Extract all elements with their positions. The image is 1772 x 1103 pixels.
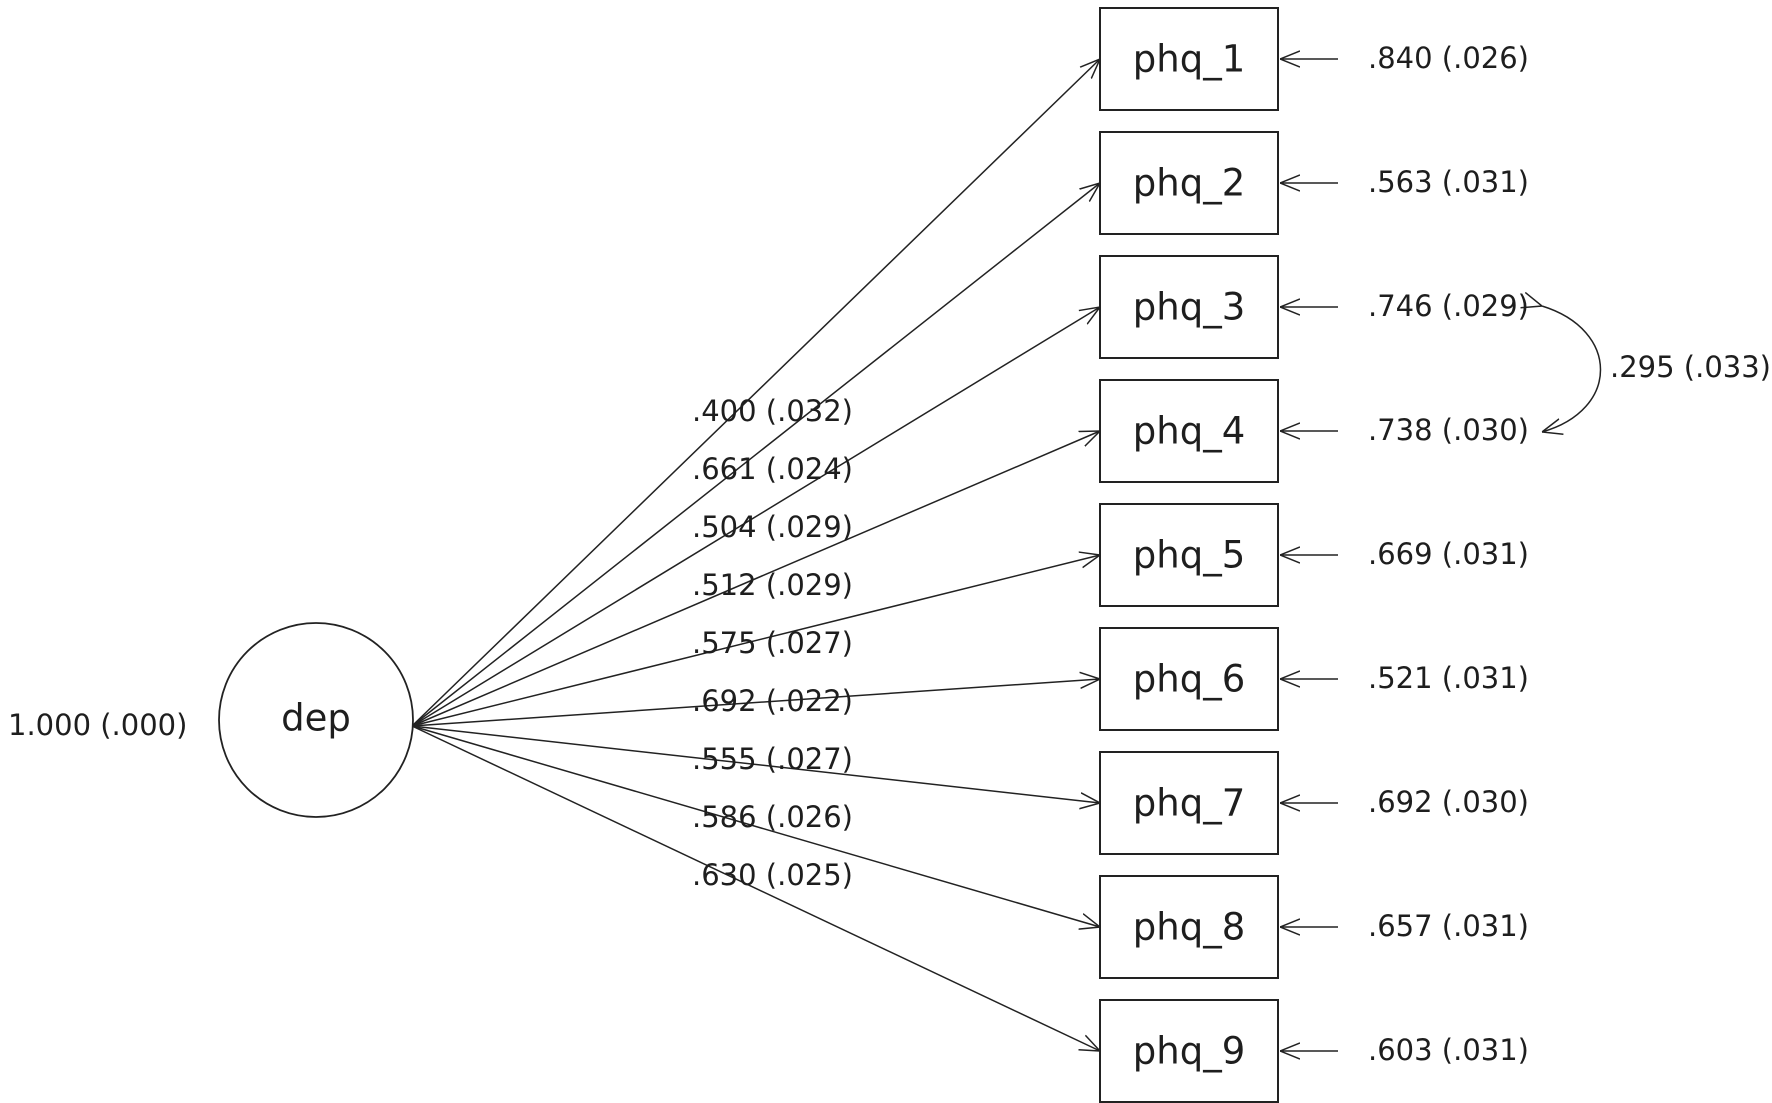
indicator-label-phq-3: phq_3 xyxy=(1133,286,1245,329)
latent-variance-label: 1.000 (.000) xyxy=(8,708,187,742)
residual-label-phq-9: .603 (.031) xyxy=(1368,1033,1529,1067)
indicator-box-phq-2 xyxy=(1099,131,1279,235)
indicator-box-phq-7 xyxy=(1099,751,1279,855)
loading-path-phq-6 xyxy=(411,679,1100,727)
loading-label-phq-2: .661 (.024) xyxy=(692,452,853,486)
latent-factor-label: dep xyxy=(281,697,351,740)
residual-arrows xyxy=(1280,59,1338,1051)
residual-label-phq-3: .746 (.029) xyxy=(1368,289,1529,323)
indicator-box-phq-3 xyxy=(1099,255,1279,359)
indicator-label-phq-5: phq_5 xyxy=(1133,534,1245,577)
loading-label-phq-3: .504 (.029) xyxy=(692,510,853,544)
indicator-label-phq-4: phq_4 xyxy=(1133,410,1245,453)
indicator-box-phq-8 xyxy=(1099,875,1279,979)
loading-label-phq-9: .630 (.025) xyxy=(692,858,853,892)
loading-label-phq-7: .555 (.027) xyxy=(692,742,853,776)
loading-path-phq-5 xyxy=(411,555,1100,727)
indicator-box-phq-4 xyxy=(1099,379,1279,483)
residual-label-phq-1: .840 (.026) xyxy=(1368,41,1529,75)
indicator-boxes: phq_1 phq_2 phq_3 phq_4 phq_5 phq_6 phq_7 phq_8… xyxy=(1099,7,1279,1103)
indicator-label-phq-2: phq_2 xyxy=(1133,162,1245,205)
latent-factor-circle xyxy=(218,622,414,818)
loading-path-phq-3 xyxy=(411,307,1100,727)
loading-path-phq-8 xyxy=(411,725,1100,927)
indicator-label-phq-7: phq_7 xyxy=(1133,782,1245,825)
residual-labels: .840 (.026) .563 (.031) .746 (.029) .738 (.… xyxy=(1368,41,1529,1067)
indicator-label-phq-9: phq_9 xyxy=(1133,1030,1245,1073)
residual-label-phq-7: .692 (.030) xyxy=(1368,785,1529,819)
loading-label-phq-6: .692 (.022) xyxy=(692,684,853,718)
indicator-box-phq-1 xyxy=(1099,7,1279,111)
residual-label-phq-6: .521 (.031) xyxy=(1368,661,1529,695)
indicator-box-phq-6 xyxy=(1099,627,1279,731)
loading-path-phq-1 xyxy=(411,59,1100,727)
indicator-label-phq-8: phq_8 xyxy=(1133,906,1245,949)
loading-path-phq-4 xyxy=(411,431,1100,727)
loading-labels: .400 (.032) .661 (.024) .504 (.029) .512 (.… xyxy=(692,394,853,892)
loading-label-phq-5: .575 (.027) xyxy=(692,626,853,660)
residual-label-phq-4: .738 (.030) xyxy=(1368,413,1529,447)
loading-path-phq-7 xyxy=(411,725,1100,803)
loading-label-phq-1: .400 (.032) xyxy=(692,394,853,428)
residual-label-phq-8: .657 (.031) xyxy=(1368,909,1529,943)
loading-label-phq-4: .512 (.029) xyxy=(692,568,853,602)
indicator-box-phq-9 xyxy=(1099,999,1279,1103)
indicator-label-phq-1: phq_1 xyxy=(1133,38,1245,81)
loading-label-phq-8: .586 (.026) xyxy=(692,800,853,834)
residual-label-phq-2: .563 (.031) xyxy=(1368,165,1529,199)
loading-paths xyxy=(411,59,1100,1051)
residual-label-phq-5: .669 (.031) xyxy=(1368,537,1529,571)
indicator-box-phq-5 xyxy=(1099,503,1279,607)
loading-path-phq-2 xyxy=(411,183,1100,727)
loading-path-phq-9 xyxy=(411,725,1100,1051)
indicator-label-phq-6: phq_6 xyxy=(1133,658,1245,701)
residual-covariance-curve xyxy=(1542,306,1602,432)
residual-covariance-label: .295 (.033) xyxy=(1610,350,1771,384)
